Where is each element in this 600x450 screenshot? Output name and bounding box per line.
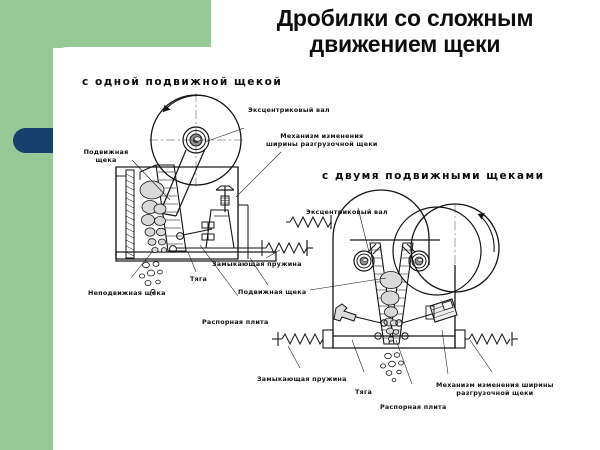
green-top-block bbox=[0, 0, 211, 48]
label-double-discharge-adjust: Механизм изменения ширины разгрузочной щ… bbox=[436, 381, 554, 398]
label-double-eccentric-shaft: Эксцентриковый вал bbox=[306, 208, 388, 216]
label-single-movable-jaw-bottom: Подвижная щека bbox=[238, 288, 307, 296]
diagram-double-heading: с двумя подвижными щеками bbox=[322, 170, 545, 182]
page-title-line-2: движением щеки bbox=[309, 30, 501, 57]
label-single-discharge-adjust: Механизм изменения ширины разгрузочной щ… bbox=[266, 132, 378, 149]
label-double-tie-rod: Тяга bbox=[355, 388, 373, 396]
label-double-toggle-plate: Распорная плита bbox=[380, 403, 447, 411]
label-single-movable-jaw-top: Подвижная щека bbox=[83, 148, 129, 165]
green-left-strip bbox=[0, 0, 53, 450]
label-double-closing-spring: Замыкающая пружина bbox=[257, 375, 347, 383]
label-single-closing-spring: Замыкающая пружина bbox=[212, 260, 302, 268]
label-single-eccentric-shaft: Эксцентриковый вал bbox=[248, 106, 330, 114]
label-single-toggle-plate: Распорная плита bbox=[202, 318, 269, 326]
label-single-fixed-jaw: Неподвижная щека bbox=[88, 289, 166, 297]
page-title: Дробилки со сложным движением щеки bbox=[215, 5, 595, 58]
label-single-tie-rod: Тяга bbox=[190, 275, 208, 283]
page-title-line-1: Дробилки со сложным bbox=[276, 5, 534, 31]
diagram-single-heading: с одной подвижной щекой bbox=[82, 76, 283, 88]
